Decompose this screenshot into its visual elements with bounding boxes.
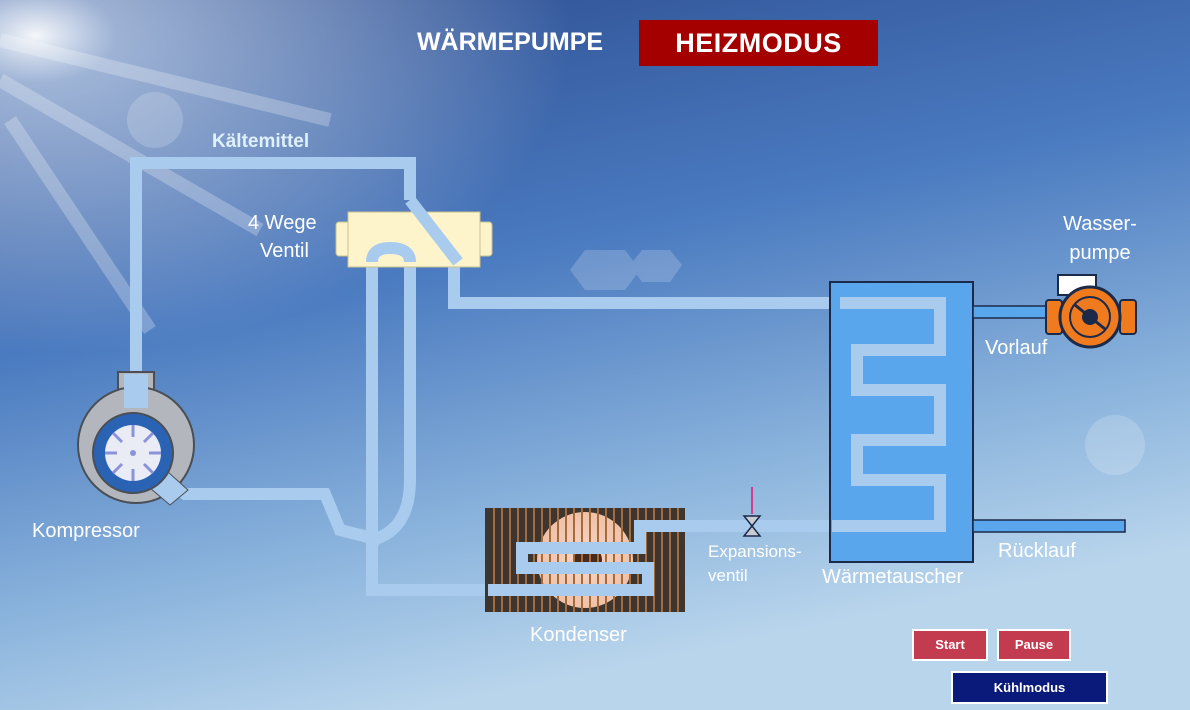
heat-exchanger <box>830 282 973 562</box>
cooling-mode-button[interactable]: Kühlmodus <box>951 671 1108 704</box>
flow-line <box>973 306 1048 318</box>
pump-label-line2: pumpe <box>1055 242 1145 265</box>
start-button[interactable]: Start <box>912 629 988 661</box>
expansion-label-line2: ventil <box>708 566 748 586</box>
compressor-label: Kompressor <box>32 520 140 543</box>
flow-label: Vorlauf <box>985 337 1047 360</box>
condenser <box>485 508 685 612</box>
refrigerant-label: Kältemittel <box>212 131 309 153</box>
heat-exchanger-label: Wärmetauscher <box>822 566 963 589</box>
condenser-label: Kondenser <box>530 624 627 647</box>
mode-badge: HEIZMODUS <box>639 20 878 66</box>
return-label: Rücklauf <box>998 540 1076 563</box>
return-line <box>973 520 1125 532</box>
diagram-title: WÄRMEPUMPE <box>385 28 635 57</box>
valve-label-line2: Ventil <box>260 240 309 263</box>
pause-button[interactable]: Pause <box>997 629 1071 661</box>
pump-label-line1: Wasser- <box>1055 213 1145 236</box>
valve-label-line1: 4 Wege <box>248 212 317 235</box>
expansion-label-line1: Expansions- <box>708 542 802 562</box>
